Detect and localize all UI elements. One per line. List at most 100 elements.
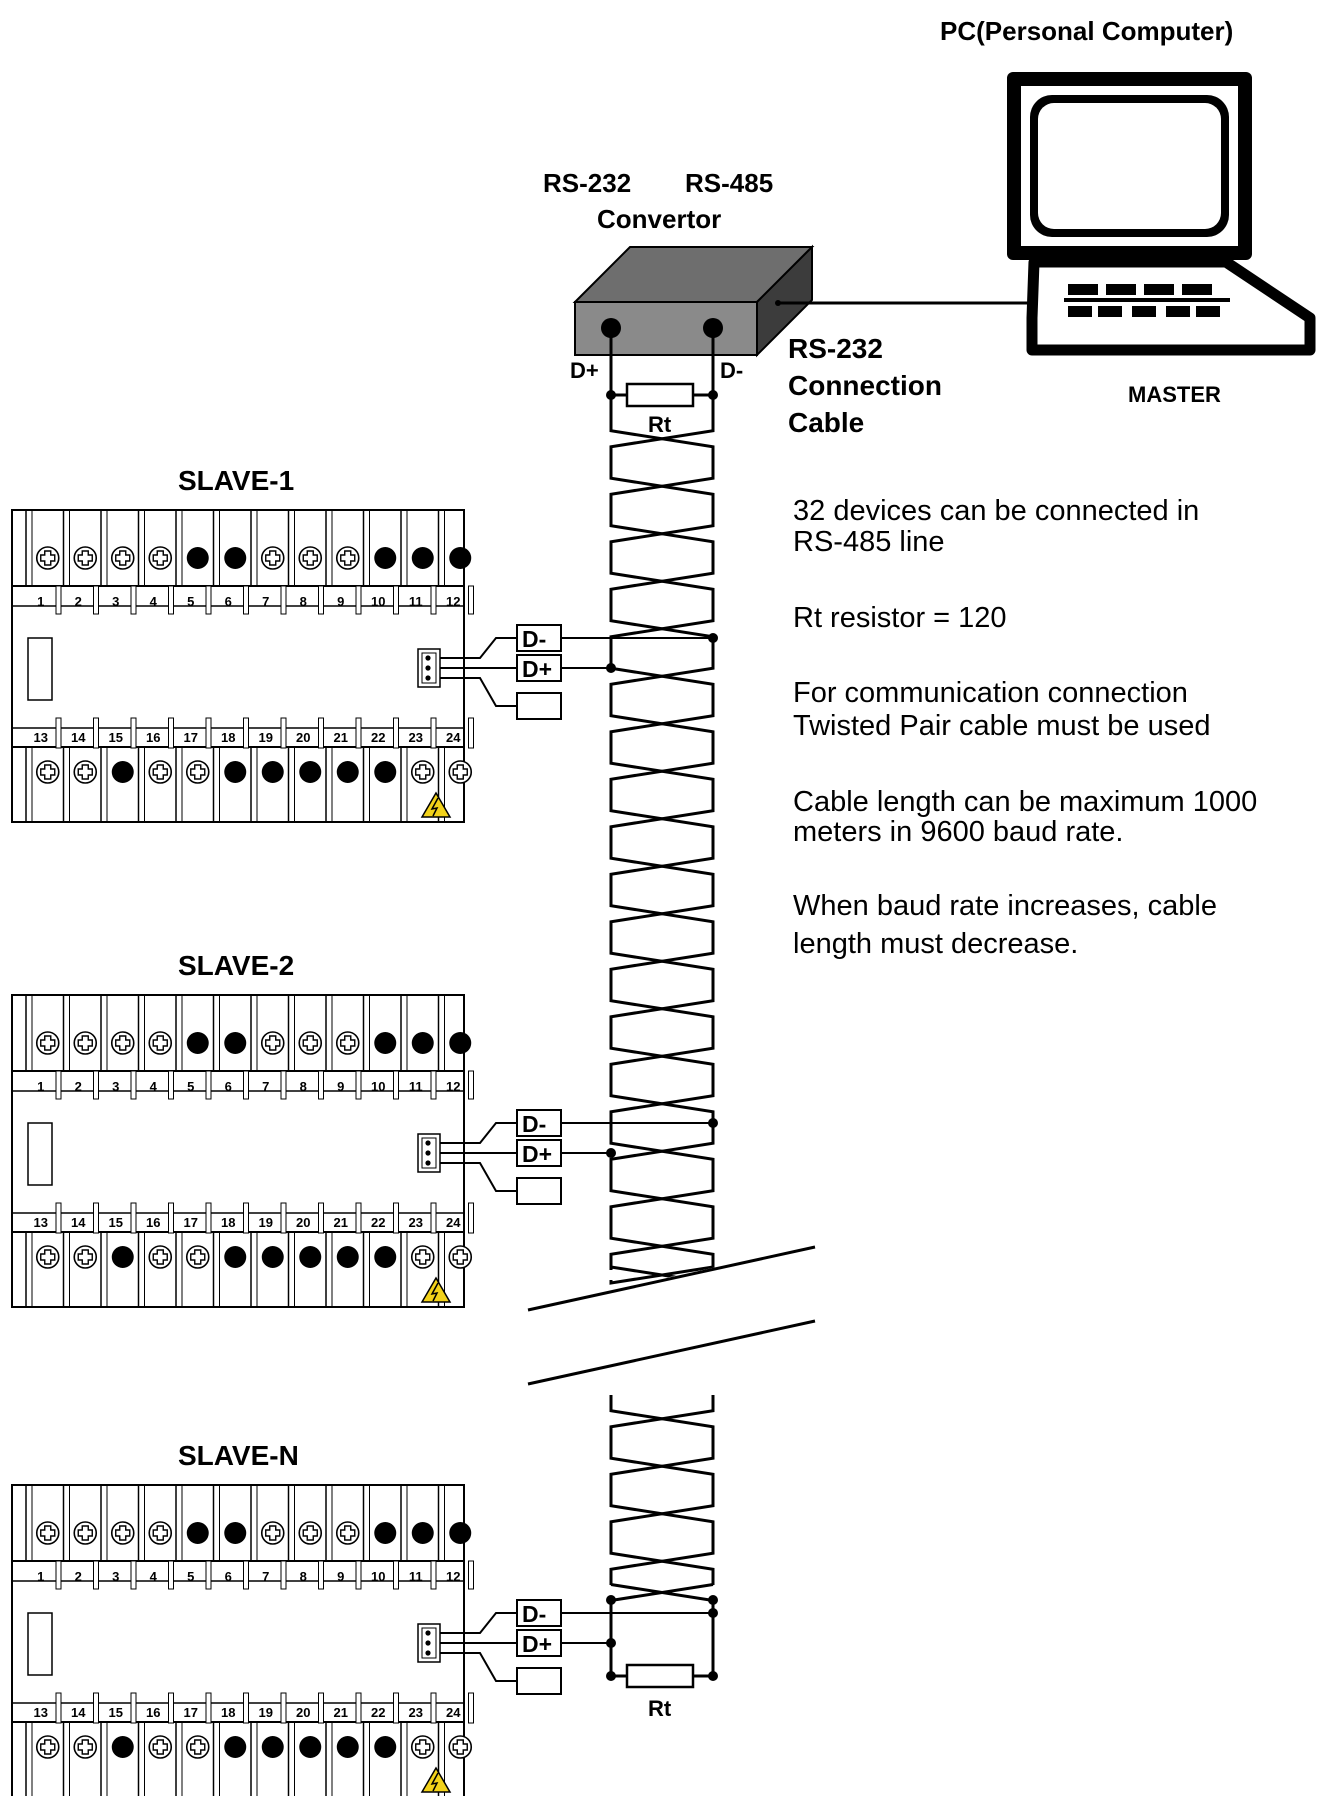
terminal-number: 6 bbox=[225, 1569, 232, 1584]
terminal-number: 7 bbox=[262, 594, 269, 609]
terminal-number: 3 bbox=[112, 594, 119, 609]
terminal-number: 21 bbox=[334, 1705, 348, 1720]
note-twisted-pair: For communication connection Twisted Pai… bbox=[793, 677, 1210, 742]
terminal-number: 24 bbox=[446, 1215, 461, 1230]
terminal-screw-filled bbox=[336, 1246, 359, 1268]
terminal-screw-open bbox=[298, 546, 323, 570]
terminal-number: 7 bbox=[262, 1569, 269, 1584]
convertor-label: Convertor bbox=[597, 204, 721, 234]
terminal-number: 15 bbox=[109, 1215, 123, 1230]
slave-dminus-label: D- bbox=[522, 1601, 546, 1627]
terminal-number: 4 bbox=[150, 1569, 158, 1584]
terminal-screw-filled bbox=[374, 761, 397, 783]
terminal-screw-open bbox=[110, 546, 135, 570]
rs485-label: RS-485 bbox=[685, 168, 773, 198]
terminal-screw-filled bbox=[299, 1246, 322, 1268]
terminal-screw-open bbox=[110, 1521, 135, 1545]
note-max-devices: 32 devices can be connected in RS-485 li… bbox=[793, 495, 1207, 558]
slave-dminus-label: D- bbox=[522, 1111, 546, 1137]
converter-dplus-label: D+ bbox=[570, 358, 599, 383]
terminal-screw-open bbox=[410, 1245, 435, 1269]
terminal-number: 15 bbox=[109, 1705, 123, 1720]
terminal-screw-open bbox=[448, 1735, 473, 1759]
terminal-screw-open bbox=[335, 1031, 360, 1055]
terminal-number: 20 bbox=[296, 730, 310, 745]
terminal-screw-filled bbox=[224, 1246, 247, 1268]
terminal-screw-filled bbox=[224, 1736, 247, 1758]
terminal-number: 2 bbox=[75, 1079, 82, 1094]
cable-label: RS-232 Connection Cable bbox=[788, 333, 950, 438]
note-cable-length: Cable length can be maximum 1000 meters … bbox=[793, 786, 1265, 848]
warning-icon bbox=[420, 1766, 452, 1793]
terminal-number: 20 bbox=[296, 1215, 310, 1230]
terminal-number: 9 bbox=[337, 1079, 344, 1094]
terminal-screw-filled bbox=[186, 547, 209, 569]
terminal-screw-filled bbox=[111, 761, 134, 783]
terminal-number: 3 bbox=[112, 1569, 119, 1584]
terminal-screw-open bbox=[35, 546, 60, 570]
terminal-screw-filled bbox=[224, 761, 247, 783]
terminal-number: 16 bbox=[146, 730, 160, 745]
terminal-screw-open bbox=[148, 760, 173, 784]
terminal-number: 22 bbox=[371, 1215, 385, 1230]
terminal-screw-open bbox=[73, 760, 98, 784]
note-rt-value: Rt resistor = 120 bbox=[793, 602, 1007, 634]
terminal-number: 2 bbox=[75, 1569, 82, 1584]
terminal-screw-open bbox=[335, 1521, 360, 1545]
computer-icon bbox=[1007, 72, 1316, 356]
terminal-screw-open bbox=[298, 1521, 323, 1545]
terminal-screw-open bbox=[260, 546, 285, 570]
terminal-number: 9 bbox=[337, 1569, 344, 1584]
terminal-screw-open bbox=[335, 546, 360, 570]
cable-break-gap bbox=[513, 1247, 827, 1399]
terminal-number: 11 bbox=[409, 1569, 423, 1584]
terminal-number: 16 bbox=[146, 1215, 160, 1230]
terminal-number: 21 bbox=[334, 1215, 348, 1230]
terminal-number: 11 bbox=[409, 1079, 423, 1094]
twisted-pair-wire-b bbox=[609, 415, 715, 1603]
terminal-number: 1 bbox=[37, 1569, 44, 1584]
terminal-number: 3 bbox=[112, 1079, 119, 1094]
warning-icon bbox=[420, 1276, 452, 1303]
rt-resistor-top bbox=[625, 382, 695, 408]
terminal-screw-filled bbox=[374, 1032, 397, 1054]
terminal-number: 10 bbox=[371, 594, 385, 609]
terminal-screw-open bbox=[185, 760, 210, 784]
terminal-screw-open bbox=[35, 760, 60, 784]
terminal-number: 8 bbox=[300, 1569, 307, 1584]
cable-break-line-lower bbox=[527, 1319, 816, 1386]
terminal-number: 23 bbox=[409, 1705, 423, 1720]
terminal-number: 1 bbox=[37, 594, 44, 609]
terminal-number: 5 bbox=[187, 594, 194, 609]
terminal-screw-open bbox=[185, 1245, 210, 1269]
terminal-number: 1 bbox=[37, 1079, 44, 1094]
terminal-number: 4 bbox=[150, 594, 158, 609]
terminal-number: 17 bbox=[184, 730, 198, 745]
terminal-number: 4 bbox=[150, 1079, 158, 1094]
terminal-number: 6 bbox=[225, 1079, 232, 1094]
terminal-screw-filled bbox=[224, 1522, 247, 1544]
terminal-number: 20 bbox=[296, 1705, 310, 1720]
slave-display-window bbox=[27, 637, 53, 701]
terminal-number: 12 bbox=[446, 1079, 460, 1094]
terminal-number: 17 bbox=[184, 1705, 198, 1720]
terminal-number: 23 bbox=[409, 1215, 423, 1230]
slave-label: SLAVE-N bbox=[178, 1440, 299, 1471]
rt-top-label: Rt bbox=[648, 412, 672, 437]
terminal-screw-open bbox=[35, 1245, 60, 1269]
slave-dplus-label: D+ bbox=[522, 1141, 552, 1167]
terminal-number: 18 bbox=[221, 1215, 235, 1230]
cable-break-line-upper bbox=[527, 1245, 816, 1312]
terminal-number: 12 bbox=[446, 1569, 460, 1584]
warning-icon bbox=[420, 791, 452, 818]
terminal-screw-open bbox=[73, 1245, 98, 1269]
terminal-number: 14 bbox=[71, 1215, 86, 1230]
terminal-screw-open bbox=[35, 1031, 60, 1055]
rs232-label: RS-232 bbox=[543, 168, 631, 198]
master-label: MASTER bbox=[1128, 382, 1221, 407]
terminal-screw-filled bbox=[261, 761, 284, 783]
slave-device: SLAVE-1113214315416517618719820921102211… bbox=[11, 465, 718, 823]
terminal-number: 18 bbox=[221, 1705, 235, 1720]
terminal-number: 16 bbox=[146, 1705, 160, 1720]
